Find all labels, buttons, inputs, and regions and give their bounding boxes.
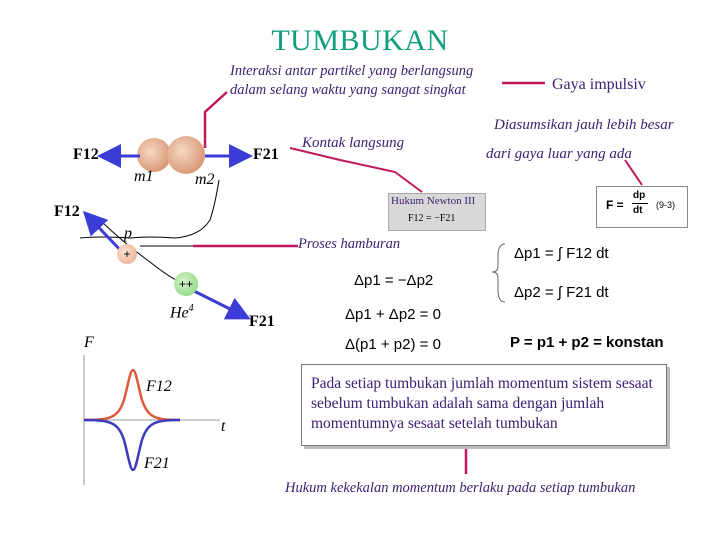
proton-charge: + (117, 244, 137, 264)
force-def-numerator: dp (633, 190, 646, 201)
graph-t-label: t (221, 418, 226, 435)
graph-F12-label: F12 (146, 378, 172, 395)
equation-dp1-neg: Δp1 = −Δp2 (354, 272, 434, 289)
helium-mass-number: 4 (188, 303, 194, 314)
label-F12-scatter: F12 (54, 203, 80, 220)
pulse-F21-curve (83, 418, 181, 472)
label-F21-scatter: F21 (249, 313, 275, 330)
label-F21-collision: F21 (253, 146, 279, 163)
equation-brace (491, 243, 506, 303)
direct-contact-label: Kontak langsung (302, 135, 405, 151)
newton-third-box (388, 193, 486, 231)
force-def-lhs: F = (606, 198, 624, 212)
equation-dp1-integral: Δp1 = ∫ F12 dt (514, 245, 609, 262)
newton-third-label: Hukum Newton III (391, 195, 476, 207)
label-m1: m1 (134, 168, 154, 185)
pulse-F12-curve (83, 368, 181, 422)
definition-line-1: Interaksi antar partikel yang berlangsun… (230, 63, 474, 79)
force-def-denominator: dt (633, 205, 643, 216)
conclusion-box (301, 364, 667, 446)
helium-symbol: He (170, 304, 189, 322)
equation-delta-sum: Δ(p1 + p2) = 0 (345, 336, 441, 353)
label-p: p (124, 225, 132, 242)
impulsive-force-label: Gaya impulsiv (552, 76, 646, 93)
force-definition-box (596, 186, 688, 228)
helium-trajectory (97, 217, 223, 305)
equation-momentum-constant: P = p1 + p2 = konstan (510, 334, 664, 351)
graph-F21-label: F21 (144, 455, 170, 472)
scattering-label: Proses hamburan (298, 236, 401, 252)
connector-contact-to-newton (289, 147, 423, 193)
label-m2: m2 (195, 171, 215, 188)
label-F12-collision: F12 (73, 146, 99, 163)
definition-text: Interaksi antar partikel yang berlangsun… (230, 62, 473, 100)
proton-trajectory (79, 179, 220, 239)
page-title: TUMBUKAN (271, 24, 449, 57)
mass-2-ball (167, 136, 205, 174)
mass-1-ball (137, 138, 171, 172)
force-def-ref: (9-3) (656, 200, 676, 210)
force-def-fraction-bar (632, 203, 648, 204)
scatter-F21-arrow (191, 288, 251, 320)
label-helium: He4 (170, 303, 194, 322)
helium-charge: ++ (174, 272, 198, 296)
connector-assumption-to-force (624, 159, 643, 186)
footer-conservation-law: Hukum kekekalan momentum berlaku pada se… (285, 480, 636, 496)
connector-definition-to-contact (203, 91, 228, 148)
newton-third-equation: F12 = −F21 (408, 213, 456, 224)
graph-F-label: F (84, 334, 94, 351)
conclusion-text: Pada setiap tumbukan jumlah momentum sis… (311, 375, 653, 432)
assumption-line-1: Diasumsikan jauh lebih besar (494, 117, 674, 133)
assumption-line-2: dari gaya luar yang ada (486, 146, 632, 162)
equation-sum-zero: Δp1 + Δp2 = 0 (345, 306, 441, 323)
equation-dp2-integral: Δp2 = ∫ F21 dt (514, 284, 609, 301)
definition-line-2: dalam selang waktu yang sangat singkat (230, 82, 466, 98)
